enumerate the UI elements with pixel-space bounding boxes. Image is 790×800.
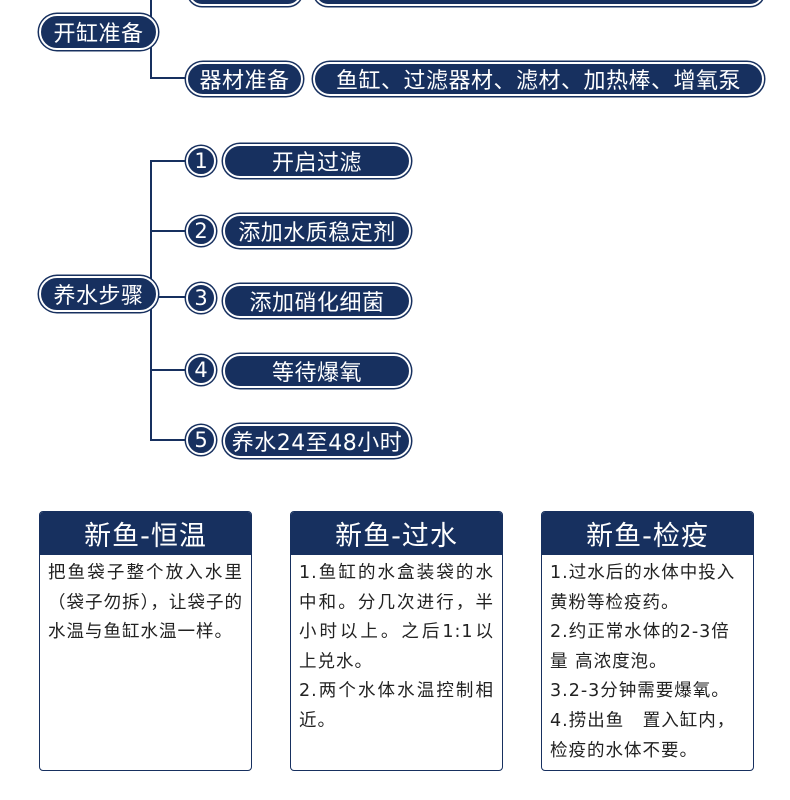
tree-connector <box>150 369 186 371</box>
step-number-1: 1 <box>186 146 216 176</box>
card-body: 1.过水后的水体中投入黄粉等检疫药。 2.约正常水体的2-3倍量 高浓度泡。 3… <box>542 555 753 766</box>
card-new-fish-temperature: 新鱼-恒温 把鱼袋子整个放入水里（袋子勿拆），让袋子的水温与鱼缸水温一样。 <box>39 511 252 771</box>
step-number-4: 4 <box>186 355 216 385</box>
step-number-3: 3 <box>186 283 216 313</box>
card-body: 把鱼袋子整个放入水里（袋子勿拆），让袋子的水温与鱼缸水温一样。 <box>40 555 251 648</box>
card-title: 新鱼-检疫 <box>542 512 753 555</box>
card-paragraph: 1.鱼缸的水盒装袋的水中和。分几次进行，半小时以上。之后1:1以上兑水。 <box>299 563 494 672</box>
card-title: 新鱼-恒温 <box>40 512 251 555</box>
card-paragraph: 4.捞出鱼 置入缸内，检疫的水体不要。 <box>550 710 736 761</box>
cropped-upper-pill <box>314 0 764 6</box>
cropped-upper-pill <box>188 0 302 6</box>
card-paragraph: 2.两个水体水温控制相近。 <box>299 681 494 731</box>
step-number-2: 2 <box>186 216 216 246</box>
step-label-3: 添加硝化细菌 <box>223 284 411 318</box>
step-label-2: 添加水质稳定剂 <box>223 214 411 248</box>
card-paragraph: 2.约正常水体的2-3倍量 高浓度泡。 <box>550 622 730 672</box>
card-body: 1.鱼缸的水盒装袋的水中和。分几次进行，半小时以上。之后1:1以上兑水。 2.两… <box>291 555 502 737</box>
card-paragraph: 1.过水后的水体中投入黄粉等检疫药。 <box>550 563 736 613</box>
step-label-1: 开启过滤 <box>223 144 411 178</box>
tree-connector <box>150 439 186 441</box>
section-label-prep: 开缸准备 <box>39 14 158 50</box>
equipment-label: 器材准备 <box>186 62 303 96</box>
step-label-4: 等待爆氧 <box>223 354 411 388</box>
tree-connector <box>150 160 186 162</box>
card-paragraph: 把鱼袋子整个放入水里（袋子勿拆），让袋子的水温与鱼缸水温一样。 <box>48 563 243 643</box>
tree-connector <box>150 77 190 79</box>
card-new-fish-quarantine: 新鱼-检疫 1.过水后的水体中投入黄粉等检疫药。 2.约正常水体的2-3倍量 高… <box>541 511 754 771</box>
card-paragraph: 3.2-3分钟需要爆氧。 <box>550 681 730 702</box>
tree-connector <box>150 296 186 298</box>
equipment-list: 鱼缸、过滤器材、滤材、加热棒、增氧泵 <box>313 62 764 96</box>
step-number-5: 5 <box>186 425 216 455</box>
tree-connector <box>150 230 186 232</box>
section-label-water: 养水步骤 <box>39 276 158 312</box>
step-label-5: 养水24至48小时 <box>223 424 411 458</box>
card-new-fish-acclimation: 新鱼-过水 1.鱼缸的水盒装袋的水中和。分几次进行，半小时以上。之后1:1以上兑… <box>290 511 503 771</box>
card-title: 新鱼-过水 <box>291 512 502 555</box>
